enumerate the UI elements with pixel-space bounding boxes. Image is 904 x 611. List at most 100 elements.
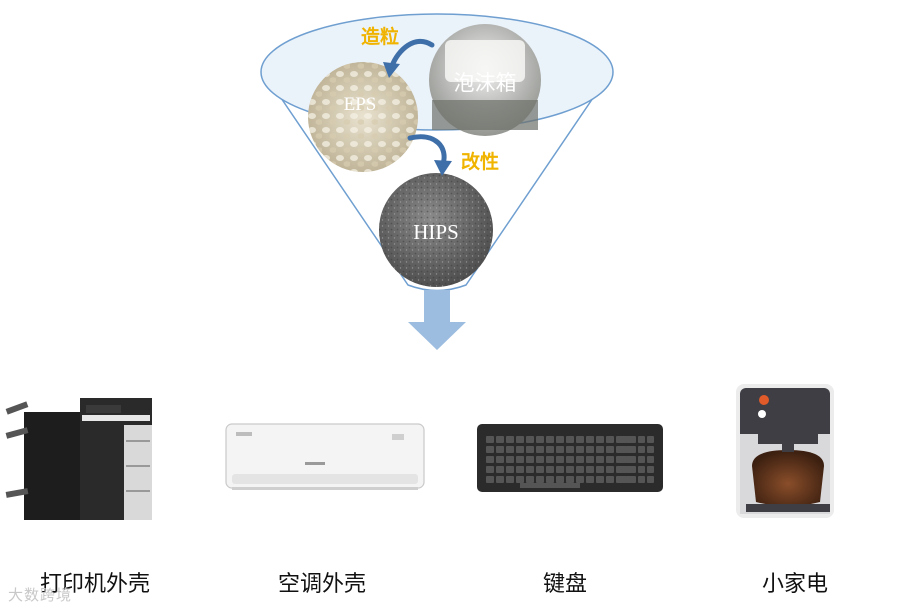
keyboard-key [606, 466, 614, 473]
keyboard-key [486, 446, 494, 453]
keyboard-key [647, 456, 654, 463]
keyboard-key [576, 456, 584, 463]
keyboard-spacebar [520, 483, 580, 488]
keyboard-key [556, 456, 564, 463]
keyboard-key [586, 456, 594, 463]
coffee-maker-icon [736, 384, 834, 518]
foam-box-label: 泡沫箱 [454, 71, 517, 95]
keyboard-key [556, 446, 564, 453]
keyboard-key [486, 456, 494, 463]
keyboard-key [647, 466, 654, 473]
hips-texture [379, 173, 493, 287]
keyboard-key [576, 436, 584, 443]
keyboard-key [576, 476, 584, 483]
keyboard-key [566, 456, 574, 463]
keyboard-key [506, 466, 514, 473]
keyboard-key [566, 436, 574, 443]
granulate-arrowhead [383, 62, 400, 78]
keyboard-key [526, 456, 534, 463]
keyboard-key [546, 456, 554, 463]
keyboard-key [506, 446, 514, 453]
keyboard-key [526, 476, 534, 483]
keyboard-key [526, 466, 534, 473]
keyboard-key [496, 456, 504, 463]
watermark: 大数跨境 [8, 586, 73, 604]
foam-box-ground [432, 100, 538, 130]
keyboard-key [536, 476, 544, 483]
eps-granules [308, 62, 418, 172]
keyboard-key [566, 476, 574, 483]
keyboard-key [556, 436, 564, 443]
keyboard-key [596, 436, 604, 443]
keyboard-key [638, 476, 645, 483]
keyboard-key [586, 446, 594, 453]
down-arrow-icon [408, 290, 466, 350]
keyboard-key [546, 446, 554, 453]
foam-box-stack [445, 40, 525, 82]
keyboard-key [496, 436, 504, 443]
keyboard-key [536, 456, 544, 463]
keyboard-key [556, 476, 564, 483]
keyboard-key [606, 436, 614, 443]
eps-label: EPS [344, 94, 377, 115]
modify-arrow [407, 134, 447, 167]
keyboard-key [629, 436, 636, 443]
keyboard-key [496, 446, 504, 453]
keyboard-key [620, 456, 627, 463]
keyboard-key [647, 446, 654, 453]
keyboard-key [546, 466, 554, 473]
keyboard-key [647, 436, 654, 443]
keyboard-key [526, 436, 534, 443]
keyboard-key [496, 476, 504, 483]
keyboard-key [486, 436, 494, 443]
keyboard-key [606, 446, 614, 453]
keyboard-key [536, 466, 544, 473]
keyboard-key [620, 446, 627, 453]
modify-arrowhead [434, 160, 452, 176]
keyboard-key [606, 456, 614, 463]
keyboard-key [629, 456, 636, 463]
keyboard-key [629, 446, 636, 453]
application-label-keyboard: 键盘 [542, 572, 587, 597]
keyboard-key [516, 466, 524, 473]
keyboard-key [629, 476, 636, 483]
keyboard-key [576, 446, 584, 453]
keyboard-key [526, 446, 534, 453]
keyboard-key [620, 476, 627, 483]
keyboard-key [647, 476, 654, 483]
keyboard-key [546, 436, 554, 443]
keyboard-key [606, 476, 614, 483]
printer-icon [5, 398, 152, 520]
keyboard-key [486, 476, 494, 483]
keyboard-key [620, 466, 627, 473]
keyboard-key [536, 436, 544, 443]
keyboard-key [576, 466, 584, 473]
keyboard-key [638, 456, 645, 463]
keyboard-key [638, 446, 645, 453]
hips-label: HIPS [413, 220, 459, 244]
keyboard-key [566, 466, 574, 473]
keyboard-key [596, 466, 604, 473]
keyboard-key [586, 476, 594, 483]
keyboard-key [516, 456, 524, 463]
keyboard-key [596, 456, 604, 463]
application-label-small-appliance: 小家电 [761, 572, 828, 597]
keyboard-key [506, 436, 514, 443]
keyboard-key [516, 476, 524, 483]
granulate-arrow [389, 38, 435, 69]
keyboard-key [566, 446, 574, 453]
keyboard-key [516, 436, 524, 443]
modify-label: 改性 [461, 150, 499, 173]
keyboard-key [596, 476, 604, 483]
keyboard-key [620, 436, 627, 443]
keyboard-key [496, 466, 504, 473]
application-label-printer: 打印机外壳 [39, 572, 150, 597]
keyboard-key [486, 466, 494, 473]
keyboard-key [638, 466, 645, 473]
keyboard-key [536, 446, 544, 453]
keyboard-key [629, 466, 636, 473]
keyboard-key [546, 476, 554, 483]
air-conditioner-icon [225, 423, 425, 490]
granulate-label: 造粒 [361, 25, 399, 48]
